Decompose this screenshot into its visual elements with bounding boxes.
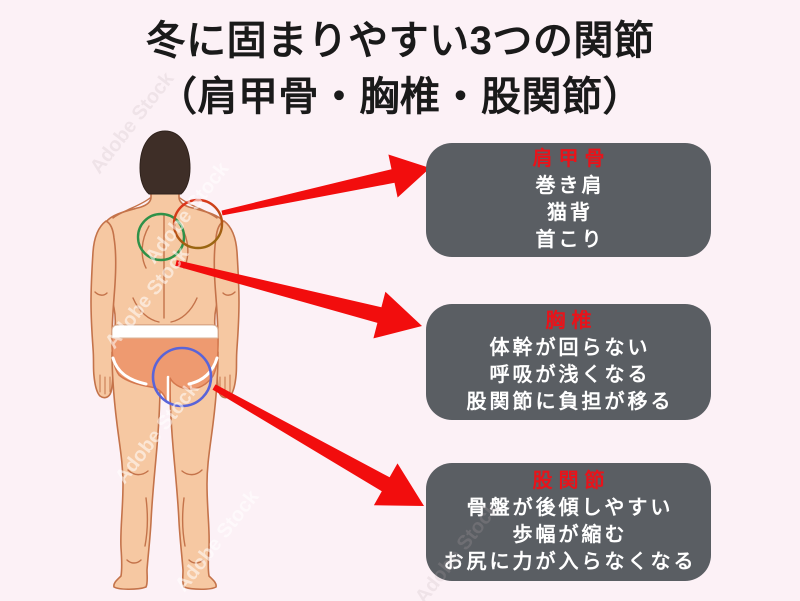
upper-back-circle — [136, 212, 186, 262]
right-elbow-line — [222, 291, 236, 296]
arrow-to-scapula-box — [221, 154, 430, 216]
callout-line: 猫背 — [547, 202, 593, 224]
callout-line: 首こり — [535, 229, 605, 251]
right-lowerback-line — [170, 297, 198, 323]
left-leg-hem — [111, 356, 148, 386]
left-knee-line — [127, 469, 149, 476]
left-arm — [90, 220, 117, 399]
right-trapezius-line — [179, 197, 218, 219]
left-trapezius-line — [112, 197, 151, 219]
right-arm — [213, 220, 240, 399]
hair — [139, 130, 191, 195]
arrow-to-hip-box — [212, 384, 424, 506]
arrow-to-thoracic-box — [175, 260, 422, 339]
callout-line: 歩幅が縮む — [512, 524, 628, 546]
callout-heading: 股関節 — [532, 470, 611, 492]
joint-marker-circles — [136, 198, 224, 408]
callout-line: お尻に力が入らなくなる — [443, 551, 697, 573]
left-elbow-line — [94, 291, 108, 296]
callout-line: 体幹が回らない — [489, 337, 651, 359]
callout-heading: 胸椎 — [545, 310, 598, 332]
page-title: 冬に固まりやすい3つの関節 （肩甲骨・胸椎・股関節） — [0, 13, 800, 125]
man-back-view — [90, 130, 240, 591]
right-knee-line — [181, 469, 203, 476]
page-title-line1: 冬に固まりやすい3つの関節 — [145, 19, 655, 63]
right-leg-hem — [187, 356, 219, 386]
callout-line: 股関節に負担が移る — [466, 391, 674, 413]
shoulder-blade-circle — [172, 198, 224, 250]
right-ankle-line — [188, 559, 204, 564]
callout-box-thoracic: 胸椎 体幹が回らない 呼吸が浅くなる 股関節に負担が移る — [426, 304, 711, 420]
callout-box-hip: 股関節 骨盤が後傾しやすい 歩幅が縮む お尻に力が入らなくなる — [426, 463, 711, 581]
callout-line: 骨盤が後傾しやすい — [466, 497, 674, 519]
left-lowerback-line — [132, 297, 160, 323]
right-leg — [169, 351, 219, 591]
callout-line: 巻き肩 — [535, 175, 605, 197]
left-ankle-line — [126, 559, 142, 564]
callout-heading: 肩甲骨 — [532, 148, 611, 170]
left-scapula-line — [141, 225, 150, 269]
right-calf-line — [181, 497, 186, 547]
left-leg — [111, 351, 161, 591]
page-title-line2: （肩甲骨・胸椎・股関節） — [157, 75, 643, 119]
underwear-hems — [111, 356, 219, 402]
left-calf-line — [144, 497, 149, 547]
callout-box-scapula: 肩甲骨 巻き肩 猫背 首こり — [426, 143, 711, 257]
underwear-waistband — [111, 324, 219, 339]
callout-line: 呼吸が浅くなる — [489, 364, 651, 386]
hip-circle — [151, 346, 213, 408]
callout-arrows — [175, 154, 430, 506]
